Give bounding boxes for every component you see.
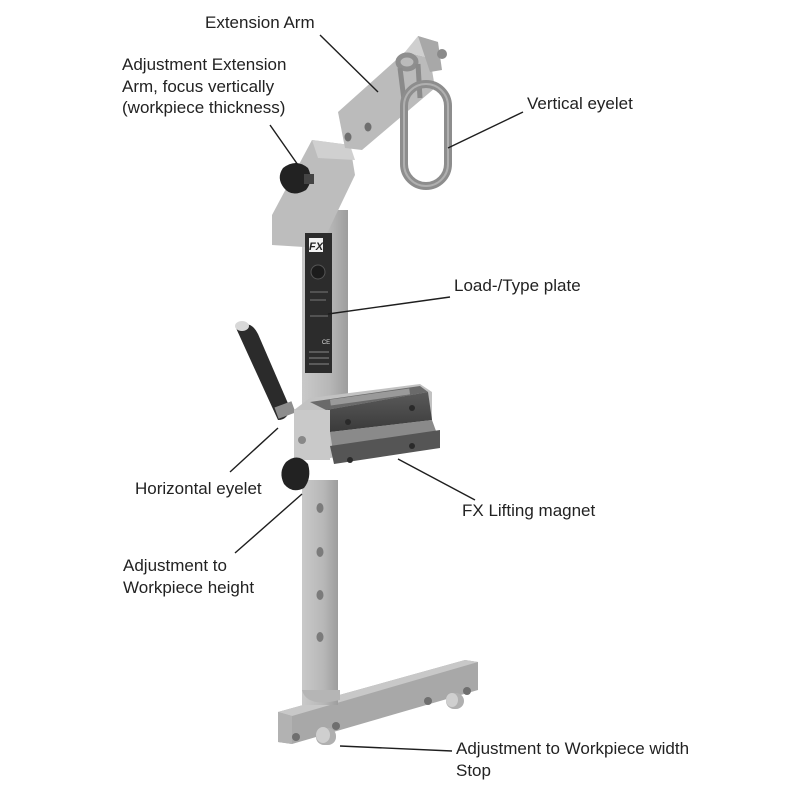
callout-fx-lifting-magnet: FX Lifting magnet (462, 500, 595, 522)
vertical-eyelet-ring (395, 49, 452, 190)
callout-text: FX Lifting magnet (462, 501, 596, 520)
leader-extension-arm (319, 34, 379, 93)
height-adjustment-knob (281, 457, 310, 491)
callout-text: Load-/Type plate (454, 276, 581, 295)
callout-text: Stop (456, 760, 491, 780)
callout-text: Adjustment to Workpiece width (456, 739, 690, 758)
callout-adjustment-workpiece-width: Adjustment to Workpiece width Stop (456, 738, 689, 781)
callout-adjustment-extension-arm: Adjustment Extension Arm, focus vertical… (122, 54, 286, 119)
callout-text: (workpiece thickness) (122, 98, 286, 117)
type-plate: FX CE (305, 233, 332, 373)
callout-text: Adjustment to (123, 556, 227, 575)
width-stop-pins (316, 693, 464, 745)
callout-vertical-eyelet: Vertical eyelet (527, 93, 633, 115)
leader-load-type-plate (327, 296, 451, 315)
upper-arm-block (272, 140, 355, 248)
callout-text: Horizontal eyelet (135, 479, 262, 498)
type-plate-logo: FX (309, 241, 324, 253)
callout-text: Vertical eyelet (527, 94, 633, 113)
upper-adjustment-knob (279, 163, 314, 194)
magnet-lever-handle (235, 321, 296, 420)
callout-text: Arm, focus vertically (122, 76, 275, 96)
leader-lines (229, 34, 524, 752)
leader-fx-lifting-magnet (397, 458, 476, 501)
callout-text: Workpiece height (123, 577, 255, 597)
callout-text: Adjustment Extension (122, 55, 287, 74)
callout-adjustment-workpiece-height: Adjustment to Workpiece height (123, 555, 254, 598)
leader-horizontal-eyelet (229, 427, 279, 473)
extension-arm (338, 36, 442, 150)
callout-horizontal-eyelet: Horizontal eyelet (135, 478, 262, 500)
callout-load-type-plate: Load-/Type plate (454, 275, 581, 297)
leader-workpiece-height (234, 493, 303, 554)
callout-extension-arm: Extension Arm (205, 12, 315, 34)
magnet-body (294, 384, 440, 464)
callout-text: Extension Arm (205, 13, 315, 32)
leader-workpiece-width (339, 745, 453, 752)
ce-mark: CE (322, 340, 330, 346)
leader-adjustment-extension-arm (269, 124, 299, 166)
leader-vertical-eyelet (447, 111, 524, 149)
